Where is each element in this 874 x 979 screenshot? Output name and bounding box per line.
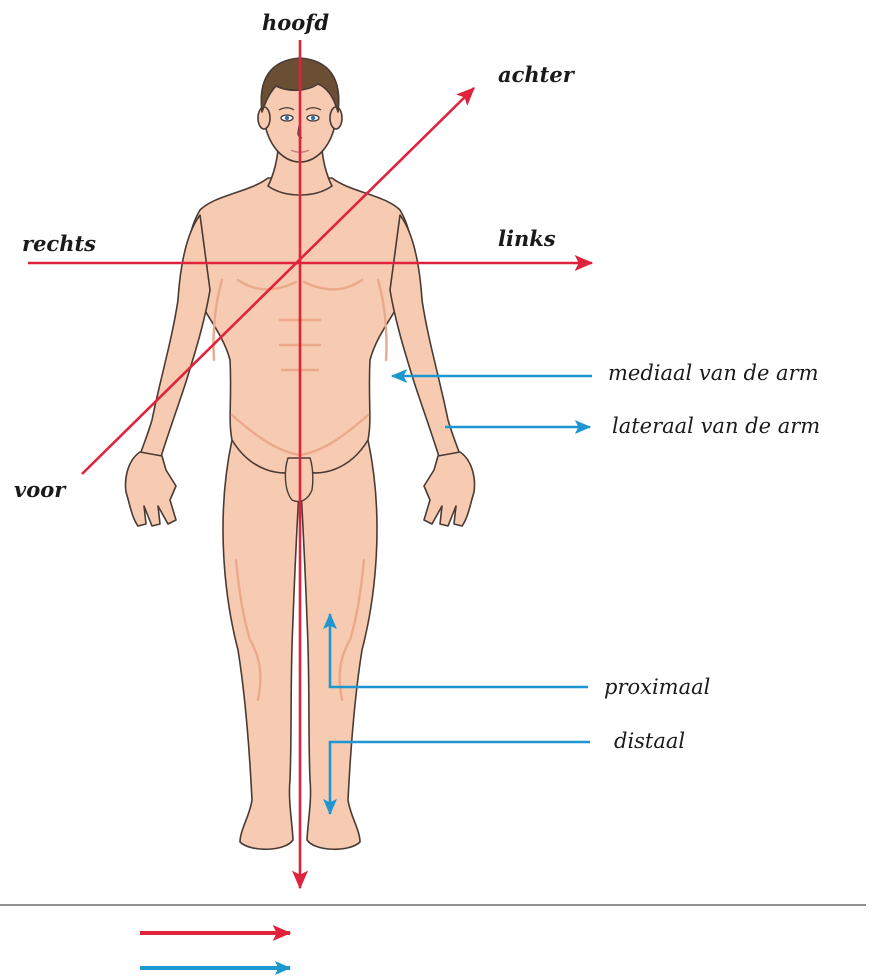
left-arm [390, 215, 460, 460]
right-hand [126, 452, 176, 526]
label-mediaal-van-de-arm: mediaal van de arm [608, 361, 819, 385]
right-leg [223, 440, 300, 849]
label-rechts: rechts [22, 231, 96, 256]
left-hand [424, 452, 474, 526]
left-ear [330, 107, 342, 129]
label-distaal: distaal [614, 729, 685, 753]
label-voor: voor [14, 477, 67, 502]
right-arm [140, 215, 210, 460]
proximal-arrow [330, 614, 588, 687]
right-ear [258, 107, 270, 129]
label-lateraal-van-de-arm: lateraal van de arm [612, 414, 820, 438]
left-leg [300, 440, 377, 849]
label-achter: achter [498, 62, 576, 87]
label-proximaal: proximaal [604, 675, 710, 699]
label-hoofd: hoofd [262, 10, 329, 35]
distal-arrow [330, 742, 590, 814]
label-links: links [498, 226, 556, 251]
